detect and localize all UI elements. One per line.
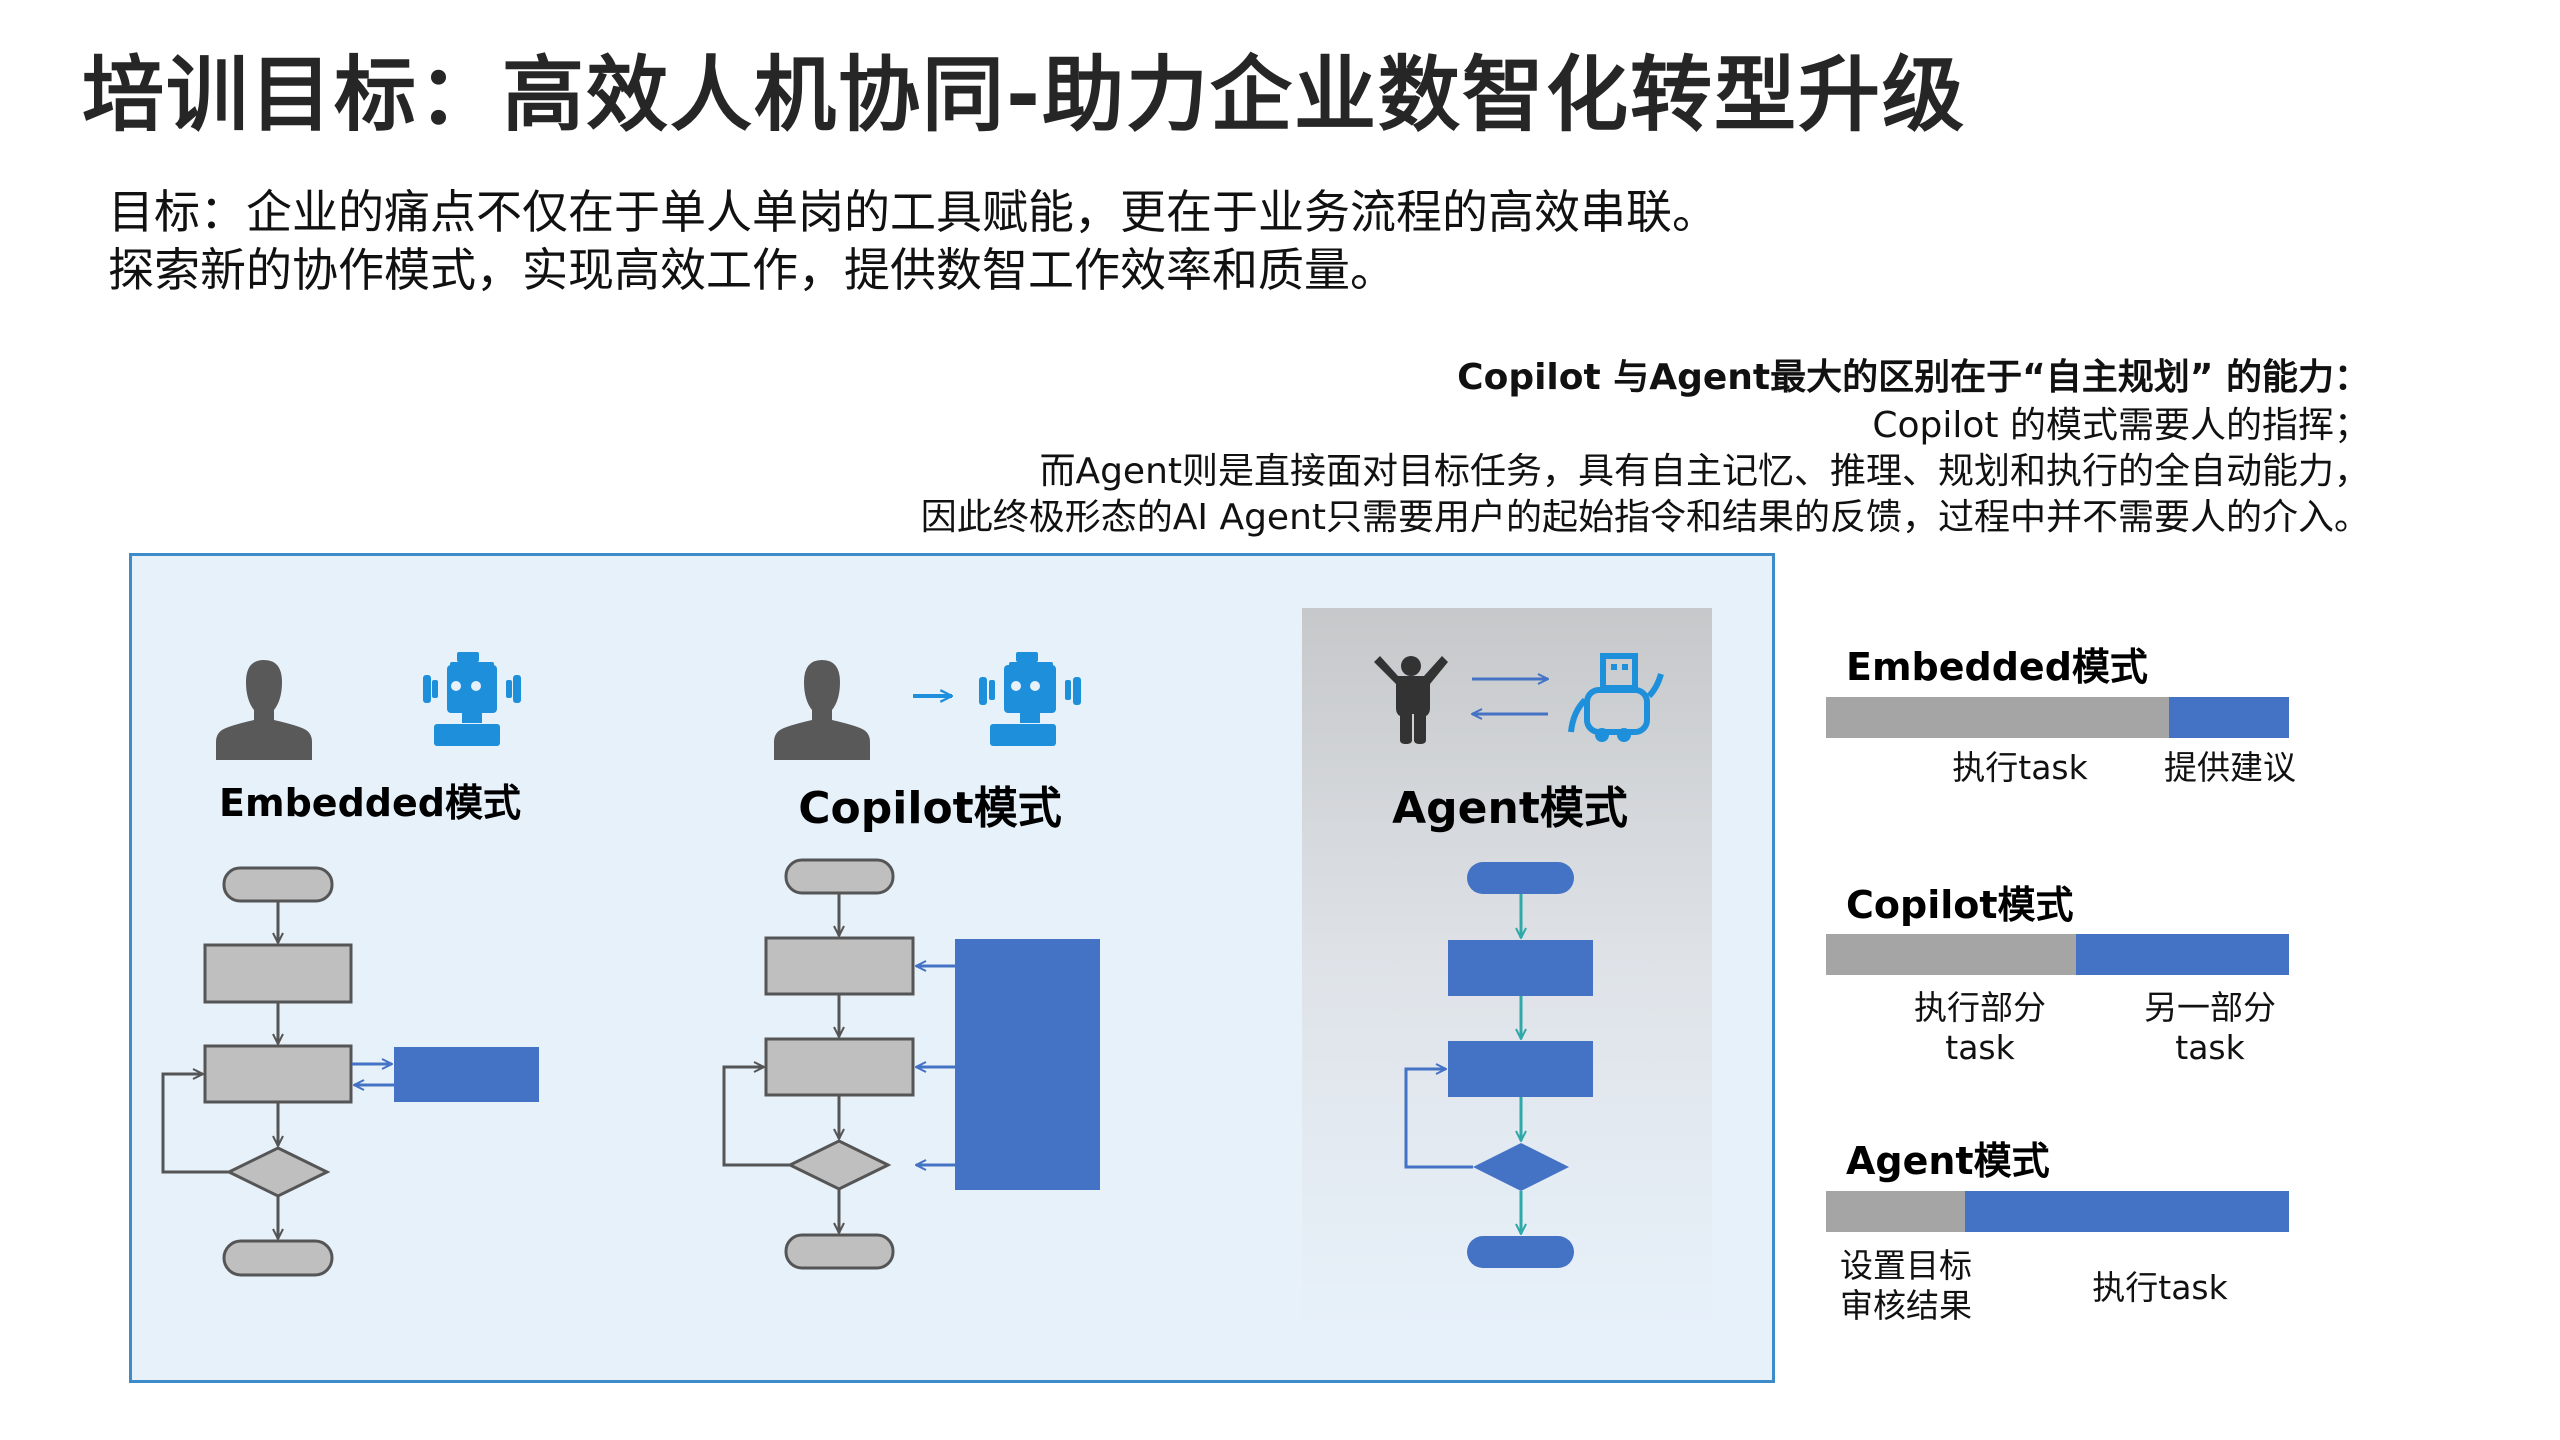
robot-icon	[979, 652, 1081, 746]
page-title: 培训目标：高效人机协同-助力企业数智化转型升级	[82, 48, 1967, 143]
ai-copilot-block	[955, 939, 1100, 1190]
flow-end	[1467, 1236, 1574, 1268]
flow-start	[222, 866, 334, 903]
flow-step-1	[203, 943, 353, 1004]
flowchart-agent	[1404, 862, 1593, 1268]
segment-label-human: 执行部分 task	[1880, 988, 2080, 1068]
ai-suggestion-block	[394, 1047, 539, 1102]
note-heading: Copilot 与Agent最大的区别在于“自主规划” 的能力：	[1457, 357, 2370, 398]
copilot-ai-arrows	[916, 966, 955, 1165]
flow-step-1	[764, 936, 915, 996]
flow-end	[784, 1233, 895, 1270]
segment-label-line: task	[2175, 1028, 2245, 1067]
flow-step-2	[764, 1037, 915, 1097]
segment-label-human: 执行task	[1952, 748, 2088, 787]
segment-label-ai: 另一部分 task	[2110, 988, 2310, 1068]
share-bar-agent	[1826, 1191, 2289, 1232]
segment-label-line: 另一部分	[2144, 988, 2276, 1027]
share-bar-embedded	[1826, 697, 2289, 738]
note-line-1: Copilot 的模式需要人的指挥；	[1872, 405, 2370, 446]
person-cheering-icon	[1374, 656, 1448, 744]
ai-share-segment	[2076, 934, 2289, 975]
segment-label-line: 设置目标	[1840, 1246, 1972, 1285]
note-line-2: 而Agent则是直接面对目标任务，具有自主记忆、推理、规划和执行的全自动能力，	[1039, 451, 2370, 492]
flow-step-2	[203, 1044, 353, 1104]
flow-decision	[1473, 1143, 1569, 1191]
segment-label-human: 设置目标 审核结果	[1840, 1246, 1980, 1326]
segment-label-ai: 执行task	[2092, 1268, 2228, 1307]
mode-title-agent: Agent模式	[1392, 783, 1628, 834]
mode-title-embedded: Embedded模式	[219, 781, 521, 825]
flowchart-embedded	[161, 866, 353, 1277]
note-line-3: 因此终极形态的AI Agent只需要用户的起始指令和结果的反馈，过程中并不需要人…	[920, 497, 2370, 538]
ai-share-segment	[1964, 1191, 2289, 1232]
comparison-title-copilot: Copilot模式	[1846, 883, 2074, 927]
flow-decision	[786, 1139, 892, 1191]
ai-share-segment	[2168, 697, 2289, 738]
flow-step-1	[1448, 940, 1593, 996]
mode-title-copilot: Copilot模式	[798, 783, 1062, 834]
human-share-segment	[1826, 697, 2169, 738]
segment-label-line: task	[1945, 1028, 2015, 1067]
flowchart-copilot	[722, 858, 915, 1270]
segment-label-line: 审核结果	[1840, 1286, 1972, 1325]
human-share-segment	[1826, 1191, 1965, 1232]
robot-wheeled-icon	[1568, 653, 1664, 742]
segment-label-line: 执行部分	[1914, 988, 2046, 1027]
robot-icon	[423, 652, 521, 746]
human-share-segment	[1826, 934, 2077, 975]
flow-end	[222, 1239, 334, 1277]
goal-line-2: 探索新的协作模式，实现高效工作，提供数智工作效率和质量。	[108, 243, 1396, 297]
comparison-title-agent: Agent模式	[1846, 1139, 2050, 1183]
share-bar-copilot	[1826, 934, 2289, 975]
flow-decision	[225, 1146, 331, 1198]
embedded-ai-arrows	[352, 1064, 394, 1085]
person-icon	[774, 660, 870, 760]
flow-start	[1467, 862, 1574, 894]
flow-step-2	[1448, 1041, 1593, 1097]
flow-start	[784, 858, 895, 895]
person-icon	[216, 660, 312, 760]
segment-label-ai: 提供建议	[2164, 748, 2296, 787]
goal-line-1: 目标：企业的痛点不仅在于单人单岗的工具赋能，更在于业务流程的高效串联。	[108, 185, 1718, 239]
bidirectional-arrows-icon	[1472, 679, 1548, 714]
comparison-title-embedded: Embedded模式	[1846, 645, 2148, 689]
